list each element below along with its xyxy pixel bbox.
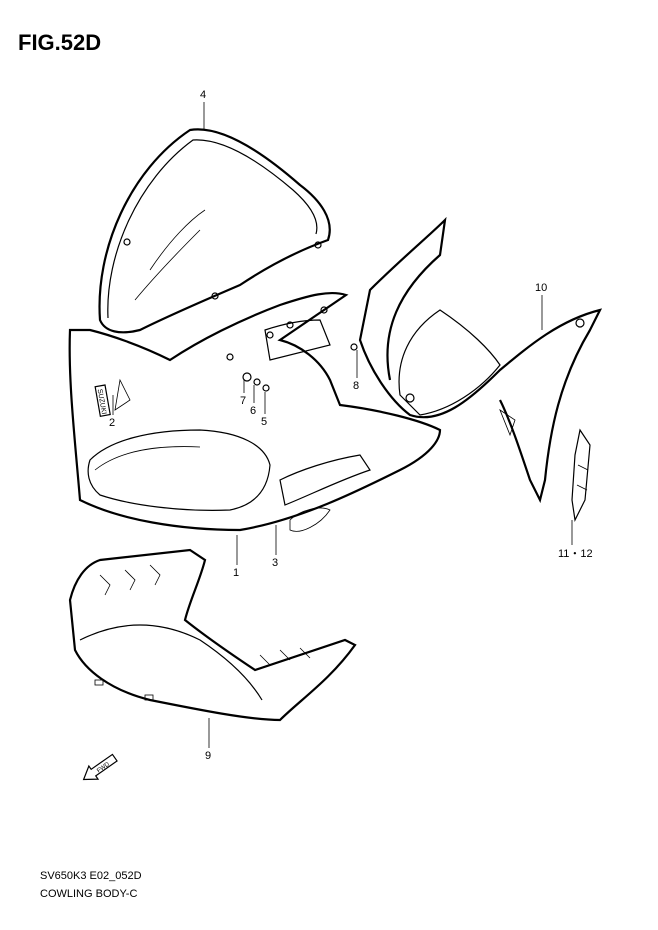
forward-arrow-label: FWD bbox=[96, 761, 111, 774]
under-cowling-part bbox=[68, 548, 357, 722]
callout-7: 7 bbox=[240, 395, 246, 407]
callout-8: 8 bbox=[353, 380, 359, 392]
callout-10: 10 bbox=[535, 282, 547, 294]
callout-1: 1 bbox=[233, 567, 239, 579]
brand-mark-text: SUZUKI bbox=[96, 388, 107, 415]
inner-panel-part bbox=[358, 216, 603, 504]
callout-6: 6 bbox=[250, 405, 256, 417]
windscreen-part bbox=[98, 128, 331, 334]
callout-9: 9 bbox=[205, 750, 211, 762]
figure-title: FIG.52D bbox=[18, 30, 102, 55]
brand-badge: SUZUKI bbox=[94, 384, 111, 417]
fasteners bbox=[226, 343, 358, 392]
leader-lines bbox=[112, 102, 573, 748]
forward-arrow-icon: FWD bbox=[82, 753, 118, 781]
model-code: SV650K3 E02_052D bbox=[40, 870, 142, 882]
callout-2: 2 bbox=[109, 417, 115, 429]
callout-11-12: 11・12 bbox=[558, 548, 593, 560]
callout-3: 3 bbox=[272, 557, 278, 569]
callout-4: 4 bbox=[200, 89, 206, 101]
upper-cowling-part bbox=[68, 291, 442, 532]
figure-caption: COWLING BODY-C bbox=[40, 888, 138, 900]
callout-5: 5 bbox=[261, 416, 267, 428]
bracket-part bbox=[571, 428, 591, 522]
